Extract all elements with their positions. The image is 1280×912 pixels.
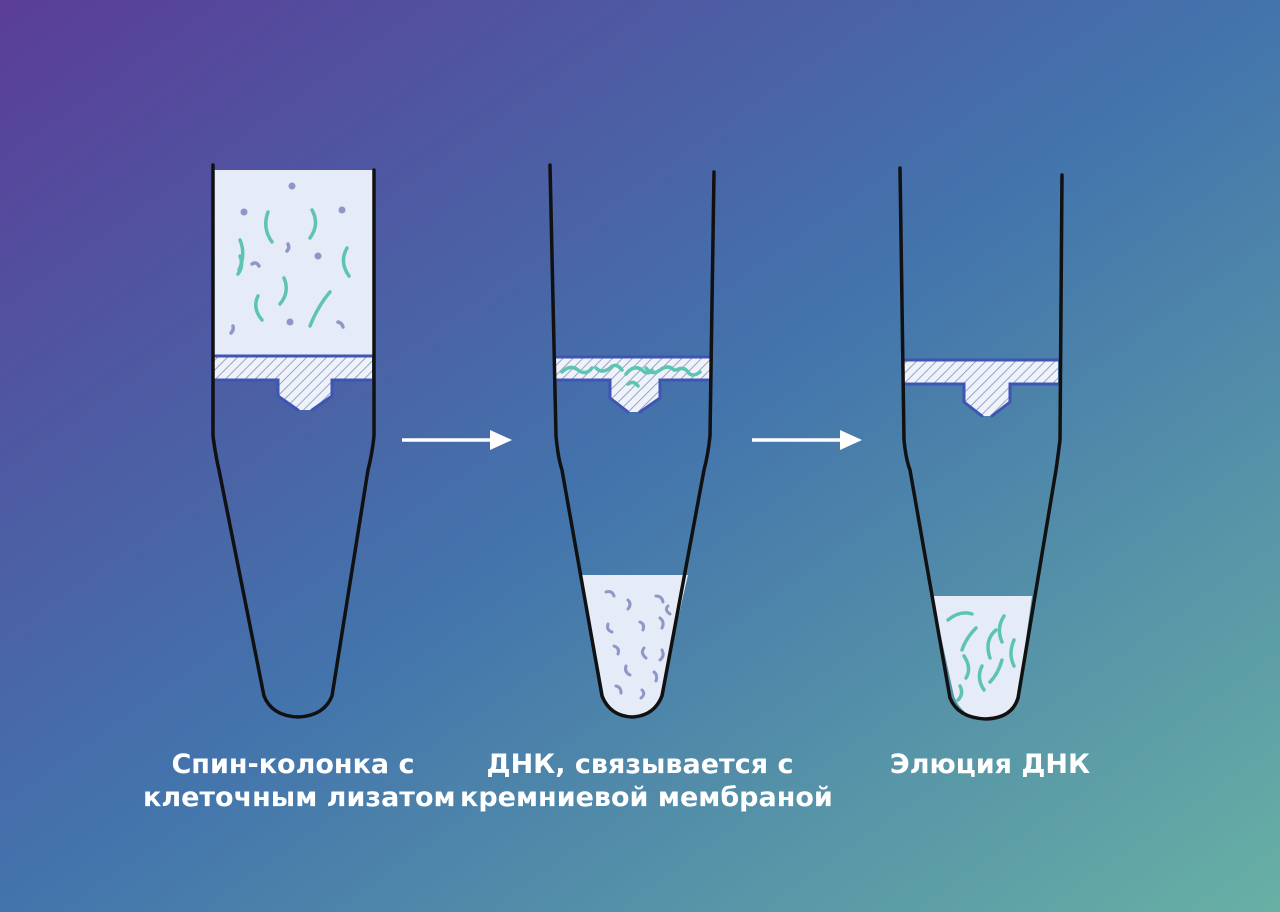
arrow-step-2-to-3 bbox=[752, 430, 862, 450]
caption-step-2-line-1: ДНК, связывается с bbox=[486, 749, 794, 780]
caption-step-2-line-2: кремниевой мембраной bbox=[460, 782, 833, 813]
silica-membrane bbox=[902, 358, 1060, 418]
lysate-particles bbox=[229, 182, 346, 335]
caption-step-1: Спин-колонка с клеточным лизатом bbox=[143, 748, 456, 814]
silica-membrane bbox=[554, 355, 712, 414]
caption-step-1-line-2: клеточным лизатом bbox=[143, 782, 456, 813]
arrow-step-1-to-2 bbox=[402, 430, 512, 450]
flowthrough-liquid bbox=[582, 575, 688, 717]
bound-dna-on-membrane bbox=[560, 363, 702, 388]
caption-step-3-line-1: Элюция ДНК bbox=[889, 749, 1091, 780]
tube-outline bbox=[548, 163, 716, 719]
caption-step-2: ДНК, связывается с кремниевой мембраной bbox=[460, 748, 833, 814]
tube-outline bbox=[211, 163, 376, 719]
step-1-tube bbox=[211, 163, 376, 719]
lysate-dna-strands bbox=[236, 208, 351, 328]
flowthrough-impurities bbox=[604, 590, 672, 700]
lysate-liquid bbox=[213, 170, 374, 356]
eluate-liquid bbox=[932, 596, 1032, 719]
step-2-tube bbox=[548, 163, 716, 719]
silica-membrane bbox=[212, 354, 374, 412]
tube-outline bbox=[898, 166, 1064, 721]
eluted-dna-strands bbox=[946, 611, 1016, 702]
step-3-tube bbox=[898, 166, 1064, 721]
caption-step-1-line-1: Спин-колонка с bbox=[171, 749, 415, 780]
caption-step-3: Элюция ДНК bbox=[860, 748, 1120, 781]
